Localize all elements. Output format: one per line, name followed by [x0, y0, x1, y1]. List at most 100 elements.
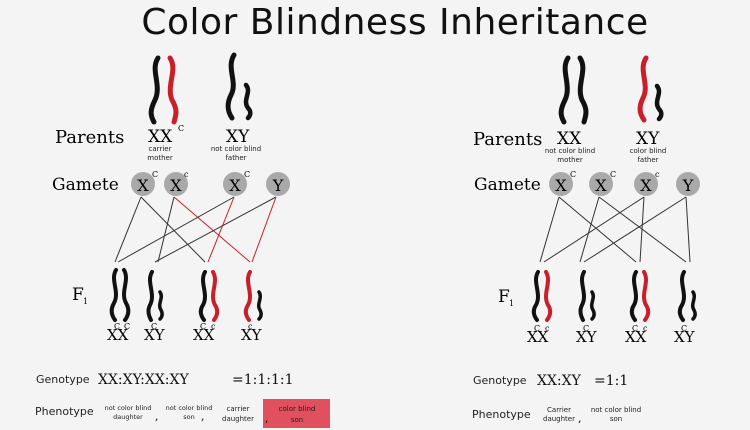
right-mother-desc-2: mother	[557, 156, 583, 164]
svg-text:C: C	[152, 170, 158, 179]
left-father-desc-2: father	[225, 154, 246, 162]
right-offspring-3-label: XX C c	[625, 324, 648, 346]
svg-text:X: X	[229, 176, 241, 195]
left-offspring-2-label: XY C	[144, 322, 166, 344]
svg-text:XX: XX	[527, 328, 549, 346]
svg-text:C: C	[610, 170, 616, 179]
left-genotype-label: Genotype	[36, 373, 90, 386]
right-cross-lines	[539, 196, 691, 263]
svg-text:Carrier: Carrier	[547, 406, 571, 414]
svg-text:daughter: daughter	[113, 413, 143, 421]
svg-text:C: C	[200, 322, 206, 331]
svg-text:C: C	[534, 324, 540, 333]
svg-text:c: c	[545, 324, 550, 333]
svg-text:C: C	[583, 324, 589, 333]
left-offspring-3-label: XX C c	[193, 322, 216, 344]
right-parents-label: Parents	[473, 129, 542, 150]
svg-text:C: C	[114, 322, 120, 331]
svg-text:XX: XX	[107, 326, 129, 344]
right-gamete-label: Gamete	[474, 175, 541, 195]
left-offspring-2-chromosomes	[146, 270, 164, 322]
svg-text:XY: XY	[241, 326, 263, 344]
svg-text:XY: XY	[144, 326, 166, 344]
left-genotype-expr: XX:XY:XX:XY	[98, 372, 189, 388]
svg-text:X: X	[595, 176, 607, 195]
left-gamete-4: Y	[266, 172, 290, 196]
svg-text:not color blind: not color blind	[105, 404, 152, 412]
right-offspring-1-label: XX C c	[527, 324, 550, 346]
left-phenotype-3: carrier daughter	[222, 405, 254, 423]
left-phenotype-2: not color blind son	[166, 404, 213, 421]
right-gamete-4: Y	[676, 172, 700, 196]
svg-text:C: C	[244, 170, 250, 179]
left-offspring-4-chromosomes	[243, 270, 263, 322]
right-genotype-ratio: =1:1	[594, 373, 628, 389]
right-father-desc-2: father	[637, 156, 658, 164]
svg-text:X: X	[640, 176, 652, 195]
svg-text:C: C	[570, 170, 576, 179]
left-offspring-1-chromosomes	[109, 268, 131, 322]
left-gamete-3: X C	[223, 170, 250, 196]
diagram-title: Color Blindness Inheritance	[141, 2, 649, 43]
left-gamete-1: X C	[131, 170, 158, 196]
svg-text:X: X	[170, 176, 182, 195]
svg-text:son: son	[610, 415, 622, 423]
right-offspring-2-chromosomes	[578, 270, 596, 322]
right-offspring-2-label: XY C	[576, 324, 598, 346]
right-mother-genotype: XX	[557, 129, 582, 149]
right-mother-desc-1: not color blind	[545, 147, 595, 155]
right-f1-sub: 1	[509, 299, 514, 308]
svg-text:X: X	[137, 176, 149, 195]
right-gamete-3: X c	[634, 170, 660, 196]
left-offspring-1-label: XX C C	[107, 322, 130, 344]
left-sep-1: ,	[155, 410, 159, 423]
svg-text:C: C	[124, 322, 130, 331]
left-phenotype-label: Phenotype	[35, 405, 94, 418]
right-offspring-1-chromosomes	[531, 270, 553, 322]
svg-text:son: son	[291, 416, 303, 424]
right-sep-1: ,	[578, 412, 582, 425]
right-phenotype-label: Phenotype	[472, 408, 531, 421]
svg-text:carrier: carrier	[227, 405, 250, 413]
left-f1-label: F	[72, 285, 84, 305]
svg-text:not color blind: not color blind	[591, 406, 641, 414]
svg-text:Y: Y	[272, 176, 284, 195]
svg-text:c: c	[655, 170, 660, 179]
left-father-genotype: XY	[226, 127, 250, 147]
svg-text:X: X	[555, 176, 567, 195]
left-gamete-label: Gamete	[52, 175, 119, 195]
svg-text:XY: XY	[576, 328, 598, 346]
left-offspring-3-chromosomes	[198, 270, 220, 322]
svg-text:XX: XX	[625, 328, 647, 346]
left-mother-genotype: XX	[148, 127, 173, 147]
svg-text:son: son	[183, 413, 194, 421]
left-gamete-2: X c	[164, 170, 189, 196]
left-mother-chromosomes	[148, 55, 179, 125]
svg-text:daughter: daughter	[222, 415, 254, 423]
left-mother-desc-2: mother	[147, 154, 173, 162]
svg-text:Y: Y	[682, 176, 694, 195]
svg-text:not color blind: not color blind	[166, 404, 213, 412]
svg-text:XX: XX	[193, 326, 215, 344]
right-gamete-2: X C	[589, 170, 616, 196]
left-colorblind-highlight	[263, 399, 330, 428]
right-offspring-4-chromosomes	[677, 270, 697, 322]
left-sep-3: ,	[265, 412, 269, 425]
right-offspring-3-chromosomes	[629, 270, 651, 322]
left-father-chromosomes	[225, 52, 253, 121]
svg-text:c: c	[643, 324, 648, 333]
left-father-desc-1: not color blind	[211, 145, 261, 153]
svg-text:C: C	[151, 322, 157, 331]
svg-text:C: C	[632, 324, 638, 333]
left-sep-2: ,	[201, 410, 205, 423]
right-gamete-1: X C	[549, 170, 576, 196]
right-phenotype-2: not color blind son	[591, 406, 641, 423]
left-mother-sup: C	[178, 124, 184, 133]
right-offspring-4-label: XY C	[674, 324, 696, 346]
svg-text:daughter: daughter	[543, 415, 575, 423]
svg-text:XY: XY	[674, 328, 696, 346]
right-phenotype-1: Carrier daughter	[543, 406, 575, 423]
right-f1-label: F	[498, 287, 510, 307]
left-mother-desc-1: carrier	[149, 145, 172, 153]
